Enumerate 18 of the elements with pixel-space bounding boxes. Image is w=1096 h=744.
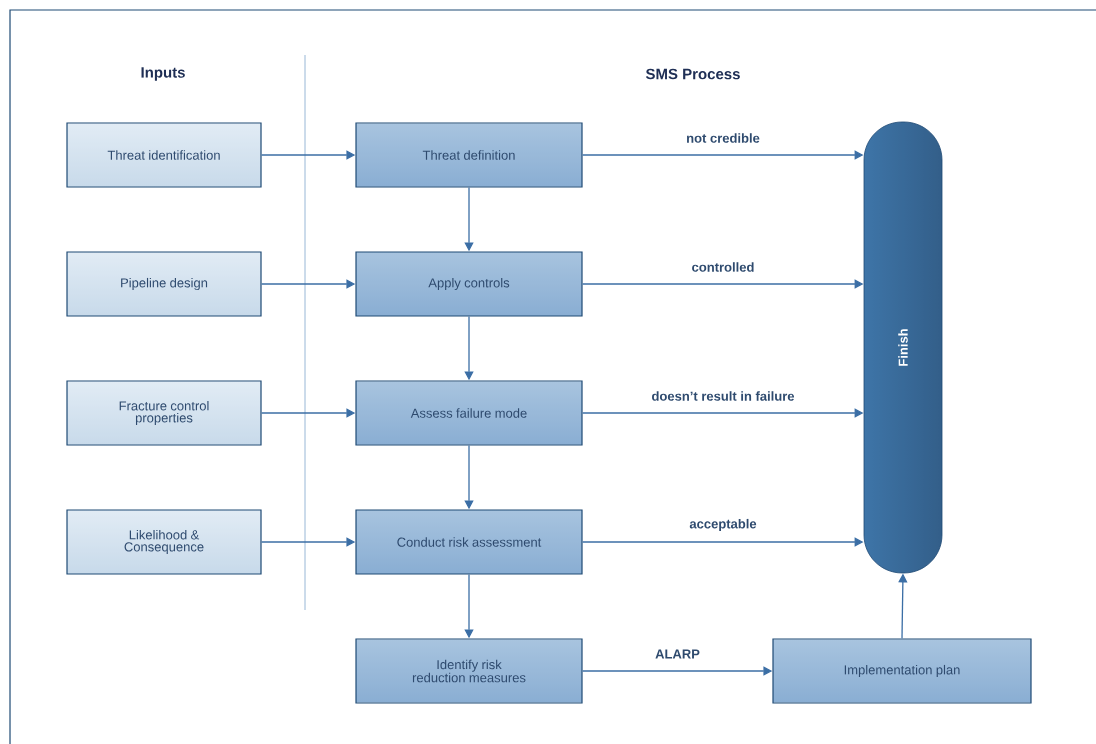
process-box: Implementation plan <box>772 638 1032 704</box>
input-box: Likelihood & Consequence <box>66 509 262 575</box>
process-box: Identify risk reduction measures <box>355 638 583 704</box>
edge-label: doesn’t result in failure <box>650 390 796 402</box>
edge-label: acceptable <box>688 517 758 533</box>
process-box: Conduct risk assessment <box>355 509 583 575</box>
edge-label: controlled <box>690 261 756 273</box>
process-box: Apply controls <box>355 251 583 317</box>
edge-label: ALARP <box>654 648 701 660</box>
input-box: Threat identification <box>66 122 262 188</box>
terminator-pill: Finish <box>863 121 943 574</box>
process-box: Assess failure mode <box>355 380 583 446</box>
edge-label: not credible <box>685 132 761 144</box>
column-heading: SMS Process <box>645 68 740 80</box>
process-box: Threat definition <box>355 122 583 188</box>
column-heading: Inputs <box>141 67 185 81</box>
input-box: Fracture control properties <box>66 380 262 446</box>
input-box: Pipeline design <box>66 251 262 317</box>
